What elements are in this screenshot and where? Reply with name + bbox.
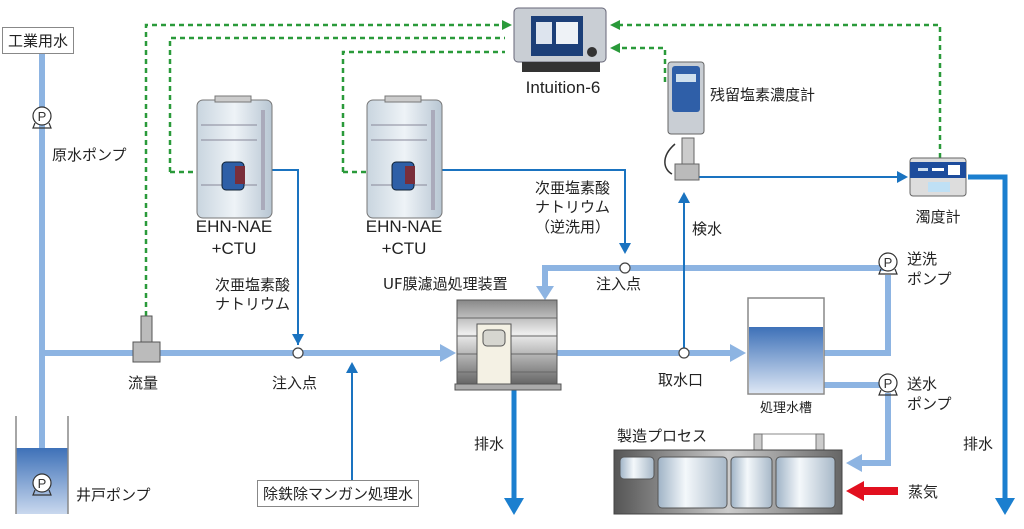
dosing-unit-1-model: EHN-NAE xyxy=(196,217,273,236)
chem-arrowheads xyxy=(292,171,908,373)
controller-label: Intuition-6 xyxy=(526,78,601,97)
chemical-lines xyxy=(245,169,900,480)
svg-text:P: P xyxy=(38,109,47,124)
chem-line-2 xyxy=(418,169,626,245)
sample-water-label: 検水 xyxy=(692,220,722,238)
well-pump-icon: P xyxy=(32,473,52,496)
iron-manganese-water-source-box: 除鉄除マンガン処理水 xyxy=(257,480,420,507)
injection-point-1-label: 注入点 xyxy=(272,374,317,392)
pipe-backwash xyxy=(542,265,890,290)
treated-water-tank xyxy=(747,297,825,395)
intuition-6-controller xyxy=(513,7,607,72)
signal-line-chlorine xyxy=(620,46,667,82)
intake-label: 取水口 xyxy=(658,371,703,389)
drain-label-2: 排水 xyxy=(963,435,993,453)
injection-point-2-label: 注入点 xyxy=(596,275,641,293)
drain-lines xyxy=(511,174,1008,500)
raw-water-pump-label: 原水ポンプ xyxy=(52,146,127,164)
flowmeter-icon xyxy=(132,315,161,363)
dosing-unit-2-option: +CTU xyxy=(382,239,427,258)
industrial-water-source-box: 工業用水 xyxy=(2,27,75,54)
process-label: 製造プロセス xyxy=(617,427,707,445)
steam-label: 蒸気 xyxy=(908,483,938,501)
drain-turbidity xyxy=(968,174,1008,500)
chemical-label-2a: 次亜塩素酸 xyxy=(535,179,610,197)
chemical-label-2b: ナトリウム xyxy=(535,198,610,216)
backwash-pump-icon: P xyxy=(878,252,898,275)
residual-chlorine-meter xyxy=(664,61,705,181)
svg-text:P: P xyxy=(884,255,893,270)
signal-line-pump2 xyxy=(341,50,505,172)
dosing-unit-2-model: EHN-NAE xyxy=(366,217,443,236)
injection-point-1-marker xyxy=(292,347,304,359)
uf-membrane-unit xyxy=(454,299,562,391)
uf-unit-label: UF膜濾過処理装置 xyxy=(383,275,508,293)
signal-line-turbidity xyxy=(620,23,942,158)
feed-pump-icon: P xyxy=(878,373,898,396)
flow-label: 流量 xyxy=(128,374,158,392)
drain-arrow-1 xyxy=(504,498,524,515)
turbidity-meter xyxy=(909,157,967,197)
raw-water-pump-icon: P xyxy=(32,106,52,129)
svg-text:P: P xyxy=(884,376,893,391)
drain-label-1: 排水 xyxy=(474,435,504,453)
dosing-tank-2 xyxy=(366,95,443,219)
signal-line-flowmeter xyxy=(144,23,505,316)
drain-arrow-2 xyxy=(995,498,1015,515)
pipe-arrowheads xyxy=(440,286,862,472)
dosing-tank-1 xyxy=(196,95,273,219)
turbidity-meter-label: 濁度計 xyxy=(915,208,960,226)
steam-arrow-icon xyxy=(846,481,898,501)
dosing-unit-1-option: +CTU xyxy=(212,239,257,258)
feed-pump-label-1: 送水 xyxy=(907,375,937,393)
feed-pump-label-2: ポンプ xyxy=(907,395,952,413)
treated-tank-label: 処理水槽 xyxy=(760,401,812,416)
chemical-label-1b: ナトリウム xyxy=(215,295,290,313)
chemical-label-2c: （逆洗用） xyxy=(535,218,610,236)
pipe-tank-to-backwash xyxy=(822,275,891,356)
intake-point-marker xyxy=(678,347,690,359)
well-pump-label: 井戸ポンプ xyxy=(76,486,151,504)
injection-point-2-marker xyxy=(619,262,631,274)
pump-icons: P P P P xyxy=(32,106,898,496)
backwash-pump-label-2: ポンプ xyxy=(907,270,952,288)
chlorine-meter-label: 残留塩素濃度計 xyxy=(710,86,815,104)
pipe-feed-to-process xyxy=(860,393,891,466)
chemical-label-1a: 次亜塩素酸 xyxy=(215,276,290,294)
manufacturing-process-equipment xyxy=(613,433,843,515)
backwash-pump-label-1: 逆洗 xyxy=(907,250,937,268)
svg-text:P: P xyxy=(38,476,47,491)
